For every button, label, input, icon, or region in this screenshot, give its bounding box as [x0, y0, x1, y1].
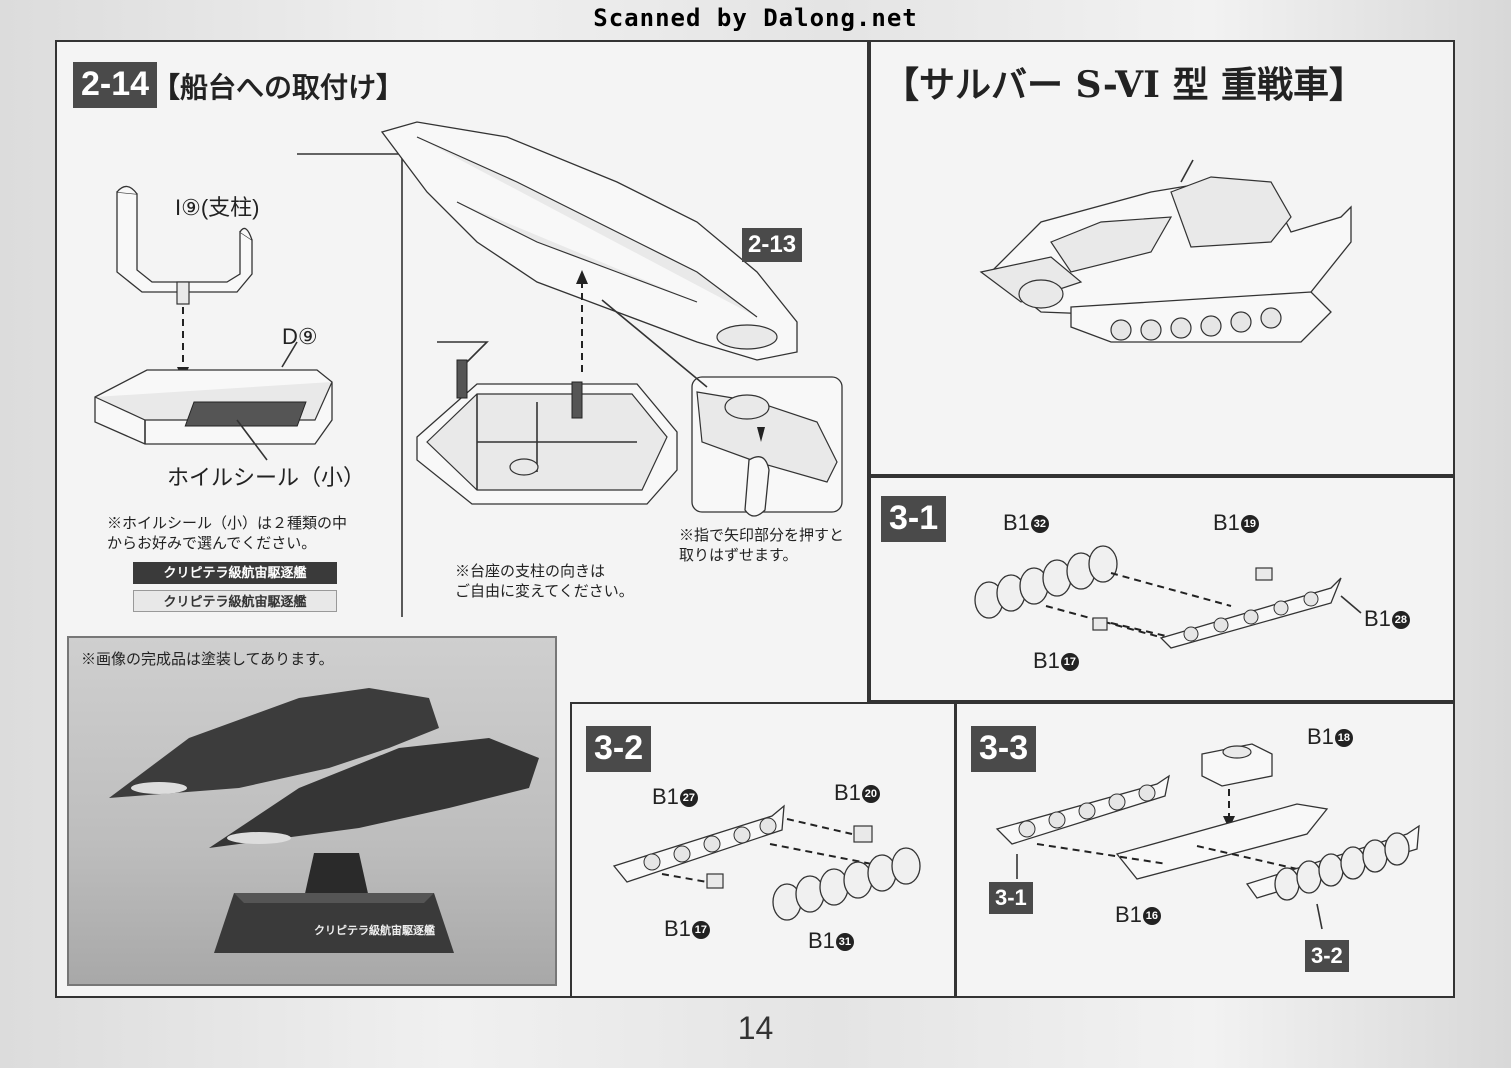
part-name: B1	[1307, 724, 1334, 749]
photo-ships	[109, 688, 539, 953]
step-number: 3-3	[979, 729, 1029, 767]
ref-step-3-2-label: 3-2	[1311, 943, 1343, 968]
part-name: B1	[834, 780, 861, 805]
part-number-badge: 27	[679, 789, 698, 808]
sticker-dark-sample: クリピテラ級航宙駆逐艦	[133, 562, 337, 584]
part-name: B1	[1213, 510, 1240, 535]
label-base: D⑨	[282, 324, 318, 349]
part-number-badge: 20	[861, 785, 880, 804]
part-name: B1	[1364, 606, 1391, 631]
part-name: B1	[652, 784, 679, 809]
step-3-1-drawing	[974, 545, 1362, 649]
stand-drawing	[94, 121, 843, 617]
step-tag-3-1: 3-1	[881, 496, 947, 542]
step-tag-3-3: 3-3	[971, 726, 1037, 772]
part-number-badge: 31	[835, 933, 854, 952]
page-number: 14	[737, 1010, 774, 1046]
scan-banner: Scanned by Dalong.net	[593, 4, 918, 32]
ref-step-3-1: 3-1	[989, 882, 1033, 914]
step-tag-3-2: 3-2	[586, 726, 652, 772]
part-name: B1	[664, 916, 691, 941]
part-number-badge: 18	[1334, 729, 1353, 748]
part-name: B1	[1033, 648, 1060, 673]
tank-drawing	[979, 159, 1352, 343]
part-number-badge: 16	[1142, 907, 1161, 926]
panel-tank-header: 【サルバー S-VI 型 重戦車】	[869, 40, 1455, 476]
ref-step-2-13-label: 2-13	[748, 231, 797, 258]
step-3-3-drawing	[995, 743, 1420, 930]
ref-step-3-1-label: 3-1	[995, 885, 1027, 910]
step-number: 3-1	[889, 499, 939, 537]
photo-note: ※画像の完成品は塗装してあります。	[81, 651, 334, 668]
step-number: 3-2	[594, 729, 644, 767]
part-number-badge: 19	[1240, 515, 1259, 534]
panel-step-2-14: 2-14 【船台への取付け】	[55, 40, 869, 998]
part-name: B1	[1115, 902, 1142, 927]
part-name: B1	[1003, 510, 1030, 535]
note-foil: ※ホイルシール（小）は２種類の中 からお好みで選んでください。	[107, 515, 348, 552]
sticker-light-sample: クリピテラ級航宙駆逐艦	[133, 590, 337, 612]
ref-step-3-2: 3-2	[1305, 940, 1349, 972]
ref-step-2-13: 2-13	[742, 228, 803, 262]
label-foil-sticker: ホイルシール（小）	[167, 465, 366, 490]
part-number-badge: 17	[1060, 653, 1079, 672]
note-press-release: ※指で矢印部分を押すと 取りはずせます。	[679, 527, 845, 564]
finished-model-photo: ※画像の完成品は塗装してあります。 クリピテラ級航宙駆逐艦	[67, 636, 557, 986]
label-pillar: I⑨(支柱)	[175, 195, 260, 220]
part-number-badge: 32	[1030, 515, 1049, 534]
step-number: 2-14	[81, 65, 150, 103]
step-tag-2-14: 2-14	[73, 62, 158, 108]
photo-base-text: クリピテラ級航宙駆逐艦	[314, 925, 435, 937]
note-pillar-direction: ※台座の支柱の向きは ご自由に変えてください。	[455, 563, 634, 600]
step-3-2-drawing	[612, 804, 921, 921]
tank-title: 【サルバー S-VI 型 重戦車】	[883, 64, 1366, 106]
part-name: B1	[808, 928, 835, 953]
part-number-badge: 28	[1391, 611, 1410, 630]
section-title: 【船台への取付け】	[152, 71, 405, 104]
part-number-badge: 17	[691, 921, 710, 940]
